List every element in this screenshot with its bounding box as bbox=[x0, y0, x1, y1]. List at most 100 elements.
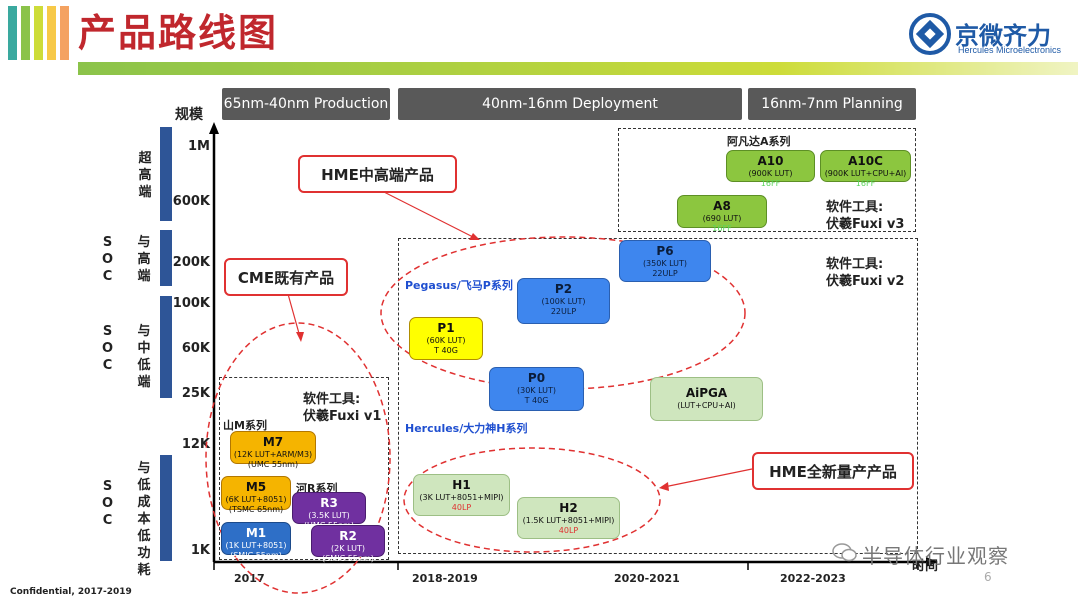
product-node: 40LP bbox=[451, 503, 472, 512]
product-spec: (LUT+CPU+AI) bbox=[677, 401, 736, 410]
category-label-group: 与高端 bbox=[119, 234, 153, 285]
y-tick: 12K bbox=[181, 437, 210, 452]
product-r2[interactable]: R2 (2K LUT) (SMIC 55nm) bbox=[311, 525, 385, 563]
product-spec: (3.5K LUT) bbox=[308, 511, 350, 520]
header-stripe bbox=[60, 6, 69, 60]
region-box-2017 bbox=[219, 377, 389, 560]
product-a10c[interactable]: A10C (900K LUT+CPU+AI) 16FF bbox=[820, 150, 911, 188]
product-name: A8 bbox=[713, 199, 731, 213]
product-name: H2 bbox=[559, 501, 578, 515]
product-name: R3 bbox=[320, 496, 338, 510]
product-node: 16FF bbox=[855, 179, 876, 188]
y-tick: 25K bbox=[181, 386, 210, 401]
product-h2[interactable]: H2 (1.5K LUT+8051+MIPI) 40LP bbox=[517, 497, 620, 539]
category-bar bbox=[160, 455, 172, 561]
y-axis-title: 规模 bbox=[175, 107, 203, 123]
product-p6[interactable]: P6 (350K LUT) 22ULP bbox=[619, 240, 711, 282]
tool-version: 伏羲Fuxi v1 bbox=[303, 409, 382, 424]
product-name: P2 bbox=[554, 282, 573, 296]
tool-version: 伏羲Fuxi v3 bbox=[826, 217, 905, 232]
category-label: 超高端 bbox=[138, 151, 152, 200]
product-spec: (1K LUT+8051) bbox=[225, 541, 287, 550]
product-spec: (60K LUT) bbox=[426, 336, 466, 345]
product-p0[interactable]: P0 (30K LUT) T 40G bbox=[489, 367, 584, 411]
header-stripe bbox=[34, 6, 43, 60]
category-soc: SOC bbox=[101, 235, 114, 284]
product-name: M5 bbox=[245, 480, 267, 494]
product-aipga[interactable]: AiPGA (LUT+CPU+AI) bbox=[650, 377, 763, 421]
x-tick: 2017 bbox=[234, 572, 265, 585]
product-name: P0 bbox=[527, 371, 546, 385]
product-node: (TSMC 65nm) bbox=[228, 505, 284, 514]
region-box-2018-2021 bbox=[398, 238, 918, 554]
product-node: T 40G bbox=[434, 346, 458, 355]
product-spec: (2K LUT) bbox=[331, 544, 365, 553]
product-node: 40LP bbox=[558, 526, 579, 535]
product-spec: (30K LUT) bbox=[516, 386, 556, 395]
product-spec: (900K LUT+CPU+AI) bbox=[824, 169, 907, 178]
product-r3[interactable]: R3 (3.5K LUT) (UMC 55nm) bbox=[292, 492, 366, 530]
product-node: (UMC 55nm) bbox=[247, 460, 299, 469]
product-node: 22ULP bbox=[652, 269, 678, 278]
product-a8[interactable]: A8 (690 LUT) 16FF bbox=[677, 195, 767, 233]
product-name: P6 bbox=[656, 244, 674, 258]
tool-label-v1: 软件工具: 伏羲Fuxi v1 bbox=[303, 391, 381, 425]
x-tick: 2018-2019 bbox=[412, 572, 478, 585]
company-subtitle: Hercules Microelectronics bbox=[958, 45, 1062, 55]
series-label-her: 河R系列 bbox=[296, 482, 338, 495]
header-stripe bbox=[21, 6, 30, 60]
phase-banner: 16nm-7nm Planning bbox=[748, 88, 916, 120]
category-soc: SOC bbox=[101, 479, 114, 528]
product-spec: (350K LUT) bbox=[642, 259, 688, 268]
x-tick: 2022-2023 bbox=[780, 572, 846, 585]
product-m1[interactable]: M1 (1K LUT+8051) (SMIC 55nm) bbox=[221, 522, 291, 560]
header-stripe bbox=[47, 6, 56, 60]
category-label-group: 与中低端 bbox=[119, 323, 153, 391]
product-name: A10C bbox=[848, 154, 883, 168]
watermark-text: 半导体行业观察 bbox=[862, 544, 1009, 568]
product-node: T 40G bbox=[524, 396, 549, 405]
tool-version: 伏羲Fuxi v2 bbox=[826, 274, 905, 289]
product-p2[interactable]: P2 (100K LUT) 22ULP bbox=[517, 278, 610, 324]
tool-label-v2: 软件工具: 伏羲Fuxi v2 bbox=[826, 256, 904, 290]
confidential-note: Confidential, 2017-2019 bbox=[10, 587, 132, 597]
series-label-alpha: 阿凡达A系列 bbox=[727, 135, 791, 148]
callout-hme-high: HME中高端产品 bbox=[298, 155, 457, 193]
product-name: R2 bbox=[339, 529, 357, 543]
tool-title: 软件工具: bbox=[303, 392, 361, 407]
category-label: 与中低端 bbox=[137, 324, 151, 390]
product-node: 16FF bbox=[760, 179, 781, 188]
category-label: 与低成本低功耗 bbox=[137, 461, 151, 578]
tool-label-v3: 软件工具: 伏羲Fuxi v3 bbox=[826, 199, 904, 233]
y-tick: 60K bbox=[181, 341, 210, 356]
header-stripe bbox=[8, 6, 17, 60]
x-tick: 2020-2021 bbox=[614, 572, 680, 585]
product-spec: (6K LUT+8051) bbox=[225, 495, 287, 504]
product-a10[interactable]: A10 (900K LUT) 16FF bbox=[726, 150, 815, 188]
product-name: M1 bbox=[245, 526, 267, 540]
product-spec: (12K LUT+ARM/M3) bbox=[233, 450, 313, 459]
product-p1[interactable]: P1 (60K LUT) T 40G bbox=[409, 317, 483, 360]
y-tick: 1K bbox=[190, 543, 210, 558]
product-node: 22ULP bbox=[550, 307, 577, 316]
product-h1[interactable]: H1 (3K LUT+8051+MIPI) 40LP bbox=[413, 474, 510, 516]
product-name: H1 bbox=[452, 478, 471, 492]
product-node: (SMIC 55nm) bbox=[322, 554, 374, 563]
category-bar bbox=[160, 230, 172, 286]
product-node: (SMIC 55nm) bbox=[230, 551, 282, 560]
category-label-group: 与低成本低功耗 bbox=[119, 460, 153, 579]
region-box-2022-2023 bbox=[618, 128, 916, 232]
product-node: 16FF bbox=[712, 224, 732, 233]
product-m7[interactable]: M7 (12K LUT+ARM/M3) (UMC 55nm) bbox=[230, 431, 316, 469]
product-name: M7 bbox=[262, 435, 284, 449]
product-m5[interactable]: M5 (6K LUT+8051) (TSMC 65nm) bbox=[221, 476, 291, 514]
y-tick: 1M bbox=[188, 139, 210, 154]
product-spec: (100K LUT) bbox=[541, 297, 586, 306]
product-spec: (1.5K LUT+8051+MIPI) bbox=[522, 516, 615, 525]
company-name: 京微齐力 bbox=[955, 22, 1051, 50]
x-axis-title: 时间 bbox=[912, 559, 939, 574]
y-tick: 600K bbox=[172, 194, 210, 209]
page-number: 6 bbox=[984, 570, 992, 584]
y-tick: 200K bbox=[172, 255, 210, 270]
series-label-shanm: 山M系列 bbox=[223, 419, 267, 432]
